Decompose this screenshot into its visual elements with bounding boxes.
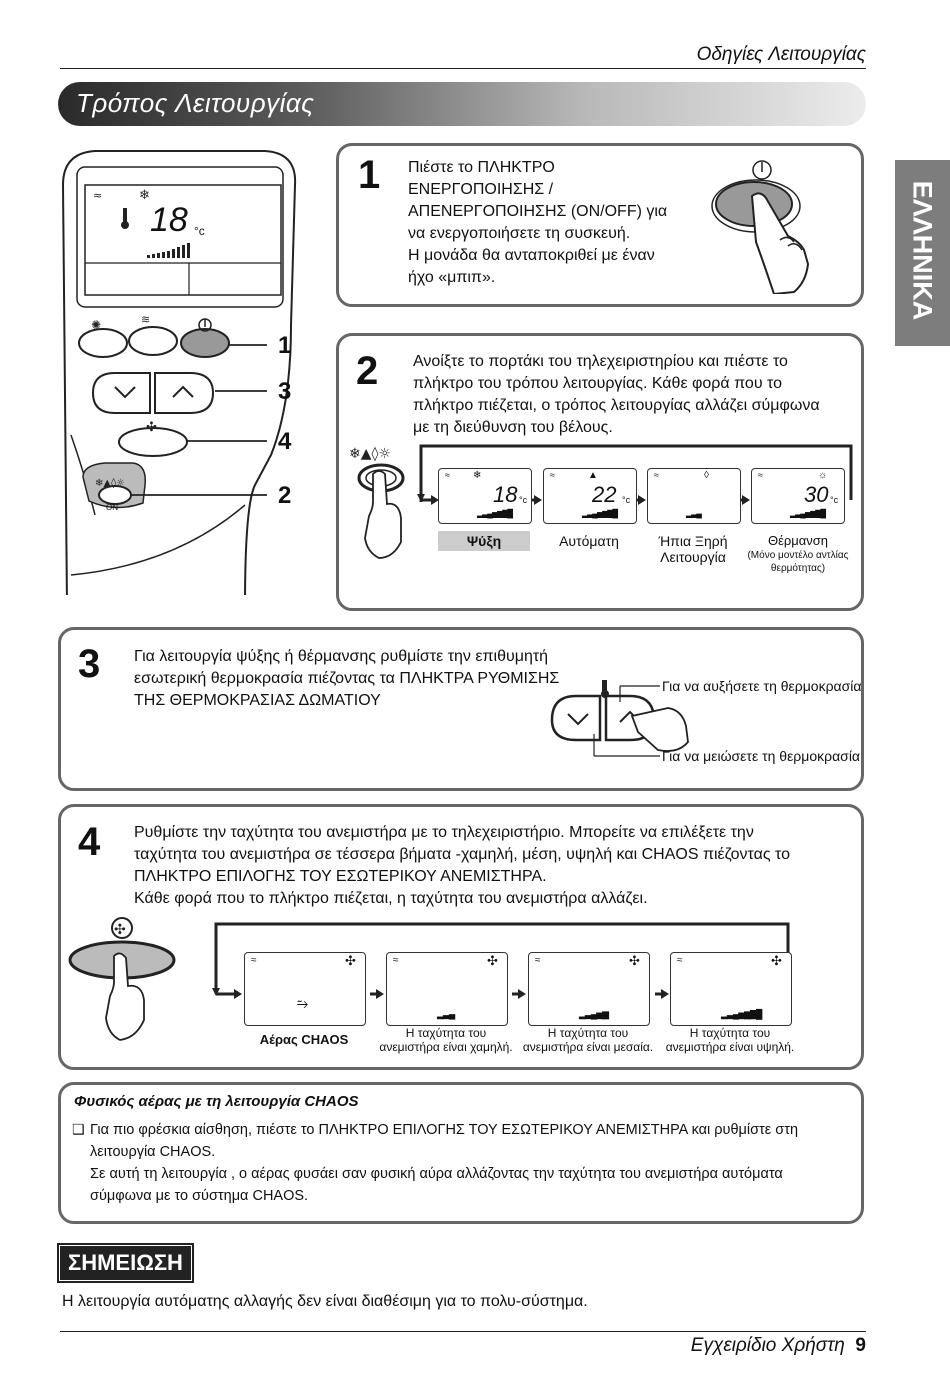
remote-display-unit: °c	[194, 224, 205, 238]
mode-lcd-heat: ≈☼ 30 °c ▂▃▄▅▆▇█	[751, 468, 845, 524]
chaos-title: Φυσικός αέρας με τη λειτουργία CHAOS	[74, 1093, 359, 1110]
mode-lcd-dry: ≈◊ ▂▃▄	[647, 468, 741, 524]
svg-text:❄▲◊☼: ❄▲◊☼	[95, 477, 125, 489]
mode-label-auto: Αυτόματη	[559, 533, 619, 549]
callout-2: 2	[278, 482, 292, 509]
temperature-buttons-illustration	[550, 680, 689, 757]
step3-number: 3	[78, 642, 101, 686]
mode-label-cool: Ψύξη	[438, 531, 530, 551]
language-tab-label: ΕΛΛΗΝΙΚΑ	[907, 180, 938, 321]
mode-lcd-auto: ≈▲ 22 °c ▂▃▄▅▆▇█	[543, 468, 637, 524]
svg-text:❄▲◊☼: ❄▲◊☼	[349, 446, 391, 462]
chaos-text: Για πιο φρέσκια αίσθηση, πιέστε το ΠΛΗΚΤ…	[90, 1122, 799, 1204]
note-text: Η λειτουργία αυτόματης αλλαγής δεν είναι…	[62, 1293, 588, 1310]
fan-lcd-low: ≈✣ ▂▃▄	[386, 952, 508, 1026]
mode-sequence-illustration: ❄▲◊☼	[349, 444, 853, 559]
remote-control-illustration: ≈ ❄ ✺ ≋ ✣ ❄▲◊☼	[61, 150, 297, 595]
callout-3: 3	[278, 378, 292, 405]
step4-text: Ρυθμίστε την ταχύτητα του ανεμιστήρα με …	[134, 824, 791, 907]
svg-text:≈: ≈	[93, 189, 102, 202]
header-rule	[60, 68, 866, 69]
section-title: Τρόπος Λειτουργίας	[76, 88, 315, 118]
svg-text:✣: ✣	[146, 420, 157, 435]
footer-title: Εγχειρίδιο Χρήστη	[690, 1335, 845, 1356]
svg-text:≋: ≋	[141, 313, 150, 326]
increase-temp-label: Για να αυξήσετε τη θερμοκρασία	[662, 678, 862, 694]
step3-box	[58, 627, 864, 791]
step2-text: Ανοίξτε το πορτάκι του τηλεχειριστηρίου …	[413, 353, 820, 436]
footer-rule	[60, 1331, 866, 1332]
decrease-temp-label: Για να μειώσετε τη θερμοκρασία	[662, 748, 861, 764]
callout-4: 4	[278, 428, 292, 455]
svg-text:✣: ✣	[114, 922, 126, 938]
step1-number: 1	[358, 153, 381, 197]
section-banner: Τρόπος Λειτουργίας	[58, 82, 866, 126]
note-label: ΣΗΜΕΙΩΣΗ	[57, 1243, 194, 1283]
svg-text:❄: ❄	[139, 188, 150, 203]
mode-lcd-cool: ≈❄ 18 °c ▂▃▄▅▆▇█	[438, 468, 532, 524]
fan-lcd-chaos: ≈✣ ⥲	[244, 952, 366, 1026]
language-tab: ΕΛΛΗΝΙΚΑ	[895, 160, 950, 346]
power-button-press-illustration	[711, 160, 810, 294]
remote-display-temp: 18	[150, 201, 188, 239]
fan-label-chaos: Αέρας CHAOS	[259, 1032, 349, 1047]
remote-on-label: ON	[106, 503, 118, 512]
step2-number: 2	[356, 349, 379, 393]
callout-1: 1	[278, 332, 292, 359]
page-number: 9	[855, 1335, 866, 1356]
fan-speed-sequence-illustration: ✣	[68, 917, 790, 1041]
step4-number: 4	[78, 820, 101, 864]
chaos-box	[58, 1082, 864, 1224]
fan-lcd-high: ≈✣ ▂▃▄▅▆▇█	[670, 952, 792, 1026]
page-header: Οδηγίες Λειτουργίας	[696, 44, 866, 65]
step3-text: Για λειτουργία ψύξης ή θέρμανσης ρυθμίστ…	[134, 648, 560, 709]
mode-label-heat: Θέρμανση (Μόνο μοντέλο αντλίας θερμότητα…	[747, 533, 849, 574]
page-footer: Εγχειρίδιο Χρήστη 9	[691, 1335, 866, 1357]
svg-text:✺: ✺	[91, 318, 101, 332]
chaos-bullet: ❑	[72, 1121, 85, 1137]
fan-lcd-medium: ≈✣ ▂▃▄▅▆	[528, 952, 650, 1026]
